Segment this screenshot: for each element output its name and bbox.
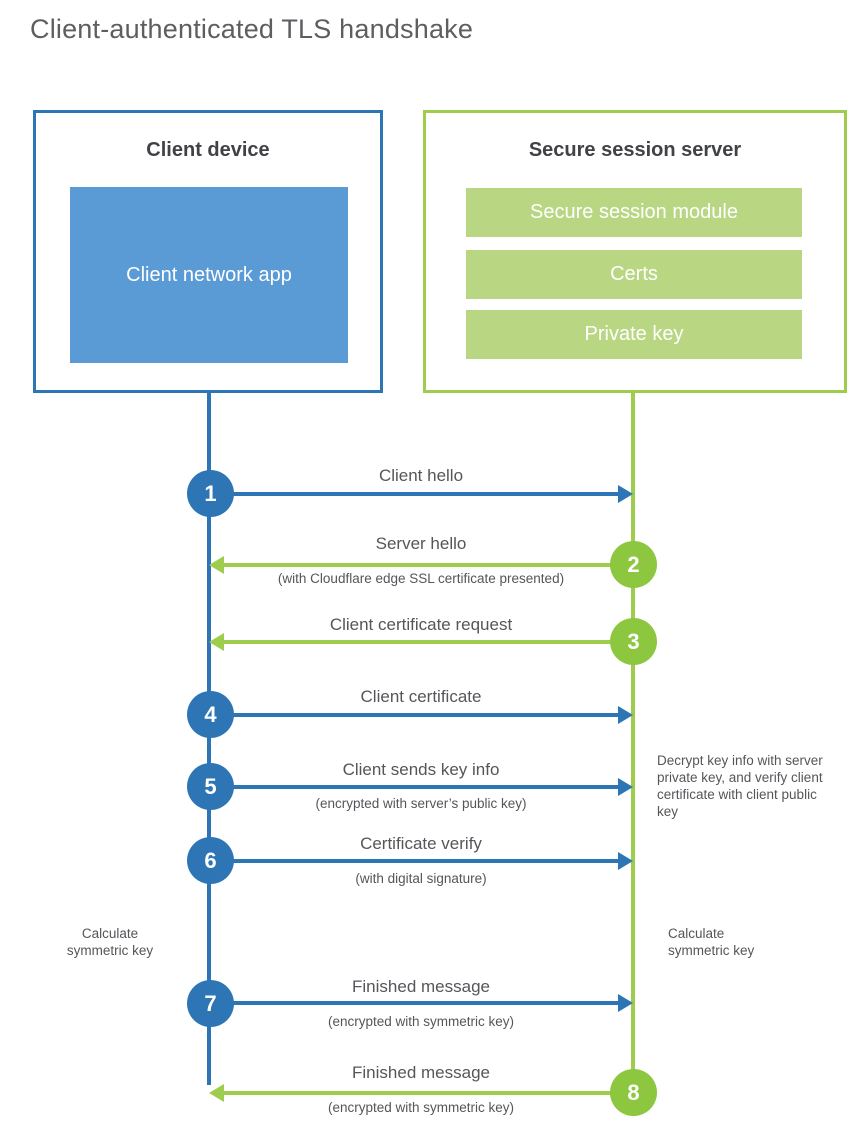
arrowhead-right-icon xyxy=(618,778,633,796)
client-calculate-symmetric-key-note: Calculate symmetric key xyxy=(66,926,154,958)
step-1-circle: 1 xyxy=(187,470,234,517)
secure-session-server-box: Secure session server Secure session mod… xyxy=(423,110,847,393)
arrowhead-right-icon xyxy=(618,852,633,870)
step-5-label: Client sends key info xyxy=(342,760,500,779)
arrowhead-right-icon xyxy=(618,485,633,503)
arrow-shaft xyxy=(222,640,633,644)
client-device-box: Client device Client network app xyxy=(33,110,383,393)
server-module-secure-session: Secure session module xyxy=(466,188,802,237)
step-2-sublabel: (with Cloudflare edge SSL certificate pr… xyxy=(277,571,565,586)
step-4-label: Client certificate xyxy=(360,687,482,706)
step-8-circle: 8 xyxy=(610,1069,657,1116)
arrow-shaft xyxy=(209,1001,620,1005)
step-5-sublabel: (encrypted with server’s public key) xyxy=(315,796,527,811)
arrowhead-left-icon xyxy=(209,556,224,574)
arrowhead-left-icon xyxy=(209,633,224,651)
arrow-shaft xyxy=(209,492,620,496)
client-lifeline xyxy=(207,391,211,1085)
step-3-arrow xyxy=(209,633,633,651)
server-calculate-symmetric-key-note: Calculate symmetric key xyxy=(668,926,755,958)
step-1-arrow xyxy=(209,485,633,503)
step-6-sublabel: (with digital signature) xyxy=(355,871,487,886)
step-2-label: Server hello xyxy=(375,534,467,553)
step-1-label: Client hello xyxy=(378,466,464,485)
step-7-label: Finished message xyxy=(352,977,490,996)
arrow-shaft xyxy=(222,563,633,567)
server-module-certs: Certs xyxy=(466,250,802,299)
step-8-sublabel: (encrypted with symmetric key) xyxy=(327,1100,515,1115)
arrowhead-right-icon xyxy=(618,994,633,1012)
server-module-private-key: Private key xyxy=(466,310,802,359)
step-6-arrow xyxy=(209,852,633,870)
server-lifeline xyxy=(631,391,635,1093)
arrow-shaft xyxy=(209,859,620,863)
step-4-arrow xyxy=(209,706,633,724)
step-2-circle: 2 xyxy=(610,541,657,588)
step-6-label: Certificate verify xyxy=(360,834,482,853)
server-decrypt-note: Decrypt key info with server private key… xyxy=(657,753,823,819)
step-8-label: Finished message xyxy=(352,1063,490,1082)
step-2-arrow xyxy=(209,556,633,574)
step-5-arrow xyxy=(209,778,633,796)
client-network-app-box: Client network app xyxy=(70,187,348,363)
step-7-sublabel: (encrypted with symmetric key) xyxy=(327,1014,515,1029)
arrow-shaft xyxy=(209,713,620,717)
step-4-circle: 4 xyxy=(187,691,234,738)
step-6-circle: 6 xyxy=(187,837,234,884)
step-7-circle: 7 xyxy=(187,980,234,1027)
server-title: Secure session server xyxy=(528,139,742,161)
arrowhead-left-icon xyxy=(209,1084,224,1102)
step-5-circle: 5 xyxy=(187,763,234,810)
client-device-title: Client device xyxy=(146,139,270,161)
page-title: Client-authenticated TLS handshake xyxy=(30,14,474,44)
step-7-arrow xyxy=(209,994,633,1012)
step-8-arrow xyxy=(209,1084,633,1102)
step-3-label: Client certificate request xyxy=(329,615,513,634)
step-3-circle: 3 xyxy=(610,618,657,665)
arrowhead-right-icon xyxy=(618,706,633,724)
arrow-shaft xyxy=(209,785,620,789)
arrow-shaft xyxy=(222,1091,633,1095)
